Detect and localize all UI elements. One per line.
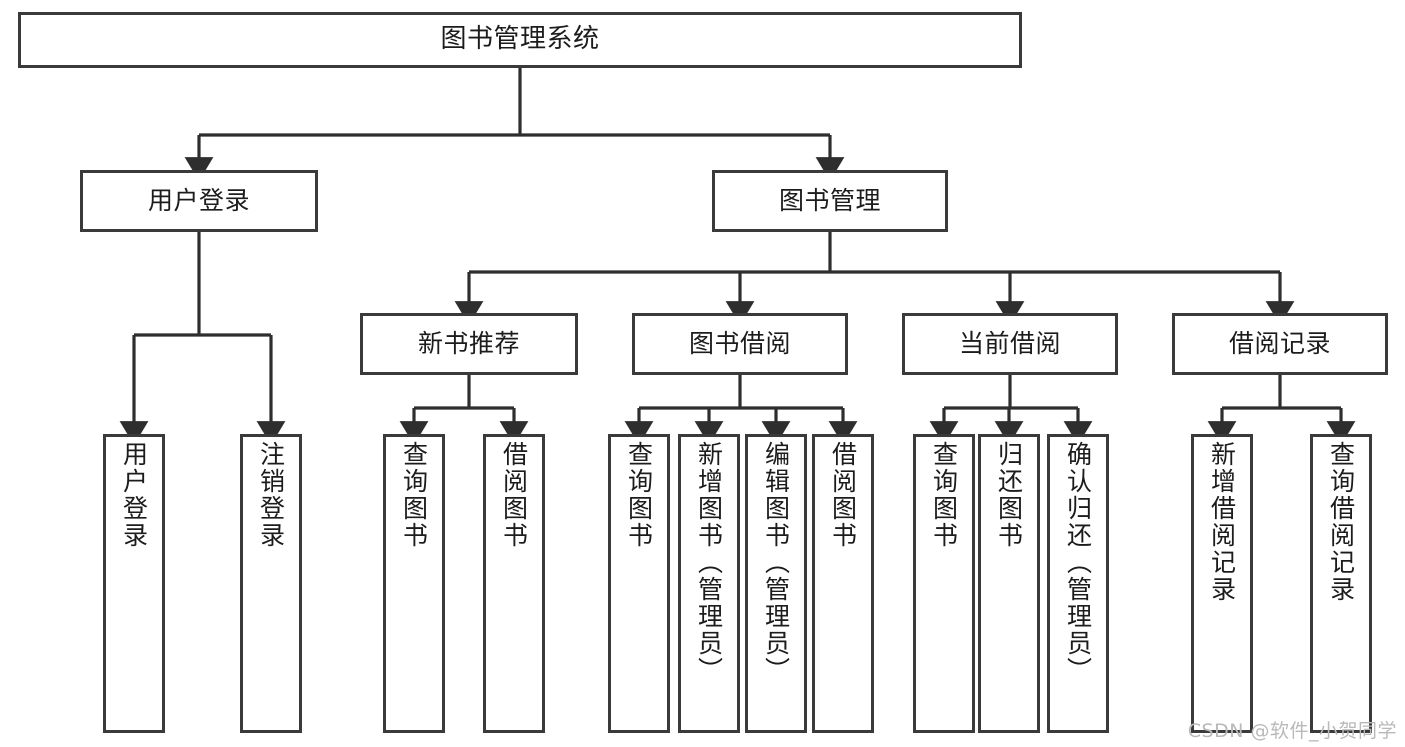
node-label: 确认归还（管理员） [1063, 441, 1093, 684]
node-label: 借阅记录 [1228, 328, 1331, 358]
node-book-borrow[interactable]: 图书借阅 [632, 313, 848, 375]
node-label: 新增图书（管理员） [694, 441, 724, 684]
node-label: 查询借阅记录 [1326, 441, 1356, 603]
node-book-management[interactable]: 图书管理 [712, 170, 948, 232]
node-user-login[interactable]: 用户登录 [80, 170, 318, 232]
node-root-system[interactable]: 图书管理系统 [18, 12, 1022, 68]
leaf-user-login-logout[interactable]: 注销登录 [240, 434, 302, 733]
node-label: 新增借阅记录 [1207, 441, 1237, 603]
leaf-current-confirm-return[interactable]: 确认归还（管理员） [1047, 434, 1109, 733]
leaf-borrow-edit-book[interactable]: 编辑图书（管理员） [745, 434, 807, 733]
leaf-current-return-book[interactable]: 归还图书 [978, 434, 1040, 733]
leaf-recommend-borrow-book[interactable]: 借阅图书 [483, 434, 545, 733]
leaf-record-query-record[interactable]: 查询借阅记录 [1310, 434, 1372, 733]
node-label: 查询图书 [929, 441, 959, 549]
node-label: 查询图书 [624, 441, 654, 549]
leaf-borrow-add-book[interactable]: 新增图书（管理员） [678, 434, 740, 733]
node-borrow-record[interactable]: 借阅记录 [1172, 313, 1388, 375]
csdn-watermark: CSDN @软件_小贺同学 [1187, 720, 1397, 742]
leaf-borrow-borrow-book[interactable]: 借阅图书 [812, 434, 874, 733]
node-label: 借阅图书 [499, 441, 529, 549]
node-label: 归还图书 [994, 441, 1024, 549]
node-label: 当前借阅 [958, 328, 1061, 358]
node-label: 编辑图书（管理员） [761, 441, 791, 684]
node-label: 借阅图书 [828, 441, 858, 549]
node-label: 用户登录 [147, 185, 250, 215]
node-label: 查询图书 [399, 441, 429, 549]
node-label: 图书借阅 [688, 328, 791, 358]
node-label: 图书管理 [778, 185, 881, 215]
node-current-borrow[interactable]: 当前借阅 [902, 313, 1118, 375]
node-label: 新书推荐 [417, 328, 520, 358]
node-label: 注销登录 [256, 441, 286, 549]
node-new-book-recommend[interactable]: 新书推荐 [360, 313, 578, 375]
leaf-current-query-book[interactable]: 查询图书 [913, 434, 975, 733]
node-label: 用户登录 [119, 441, 149, 549]
leaf-recommend-query-book[interactable]: 查询图书 [383, 434, 445, 733]
leaf-record-add-record[interactable]: 新增借阅记录 [1191, 434, 1253, 733]
leaf-user-login-login[interactable]: 用户登录 [103, 434, 165, 733]
node-label: 图书管理系统 [440, 24, 600, 55]
leaf-borrow-query-book[interactable]: 查询图书 [608, 434, 670, 733]
